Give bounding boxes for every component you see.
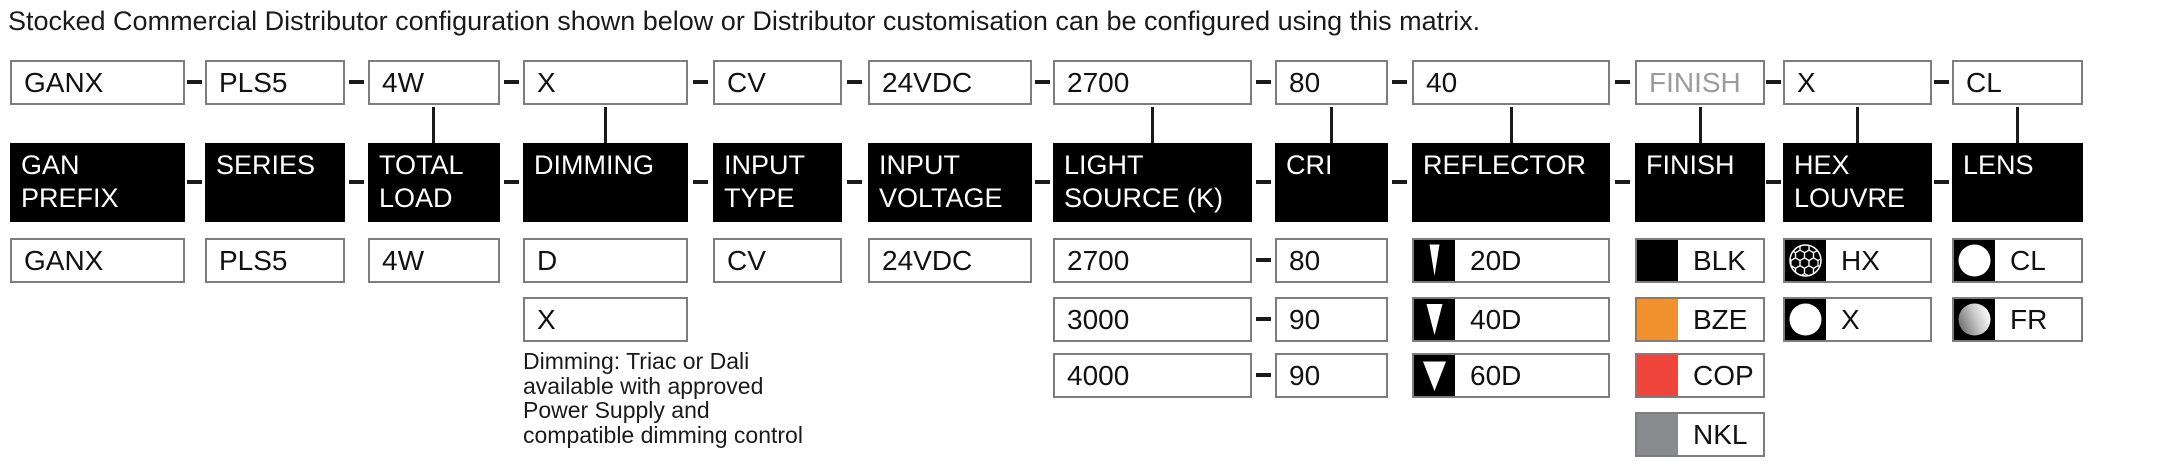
option-finish-blk: BLK — [1635, 238, 1765, 283]
dash-connector — [1256, 317, 1271, 321]
header-gan-prefix: GAN PREFIX — [10, 143, 185, 222]
option-cri-80: 80 — [1275, 238, 1388, 283]
header-cri: CRI — [1275, 143, 1388, 222]
option-light-source-2700: 2700 — [1053, 238, 1252, 283]
option-finish-bze: BZE — [1635, 297, 1765, 342]
dash-connector — [187, 80, 202, 84]
code-box-light-source: 2700 — [1053, 60, 1252, 105]
header-input-type: INPUT TYPE — [713, 143, 842, 222]
option-dimming-d: D — [523, 238, 688, 283]
header-finish: FINISH — [1635, 143, 1765, 222]
option-lens-cl: CL — [1952, 238, 2083, 283]
dash-connector — [349, 180, 364, 184]
header-series: SERIES — [205, 143, 345, 222]
dash-connector — [1934, 80, 1949, 84]
code-box-hex-louvre: X — [1783, 60, 1932, 105]
tick-light-source — [1151, 107, 1154, 143]
option-gan-prefix-ganx: GANX — [10, 238, 185, 283]
header-light-source: LIGHT SOURCE (K) — [1053, 143, 1252, 222]
option-cri-90a: 90 — [1275, 297, 1388, 342]
frosted-lens-icon — [1954, 299, 1995, 340]
dash-connector — [504, 180, 519, 184]
code-box-total-load: 4W — [368, 60, 500, 105]
option-dimming-x: X — [523, 297, 688, 342]
option-reflector-40d: 40D — [1412, 297, 1610, 342]
code-box-gan-prefix: GANX — [10, 60, 185, 105]
tick-finish — [1699, 107, 1702, 143]
code-box-input-voltage: 24VDC — [868, 60, 1032, 105]
code-box-reflector: 40 — [1412, 60, 1610, 105]
dash-connector — [847, 180, 862, 184]
code-box-dimming: X — [523, 60, 688, 105]
dimming-note: Dimming: Triac or Dali available with ap… — [523, 348, 803, 448]
option-series-pls5: PLS5 — [205, 238, 345, 283]
dash-connector — [1256, 373, 1271, 377]
option-hex-louvre-x: X — [1783, 297, 1932, 342]
beam-narrow-icon — [1414, 240, 1455, 281]
beam-wide-icon — [1414, 355, 1455, 396]
option-reflector-20d: 20D — [1412, 238, 1610, 283]
option-cri-90b: 90 — [1275, 353, 1388, 398]
code-box-input-type: CV — [713, 60, 842, 105]
option-reflector-60d: 60D — [1412, 353, 1610, 398]
page-title: Stocked Commercial Distributor configura… — [8, 6, 1481, 36]
hex-mesh-icon — [1785, 240, 1826, 281]
black-swatch — [1637, 240, 1678, 281]
dash-connector — [349, 80, 364, 84]
header-dimming: DIMMING — [523, 143, 688, 222]
option-input-type-cv: CV — [713, 238, 842, 283]
dash-connector — [1766, 80, 1781, 84]
dash-connector — [1256, 258, 1271, 262]
option-light-source-3000: 3000 — [1053, 297, 1252, 342]
clear-lens-icon — [1954, 240, 1995, 281]
header-input-voltage: INPUT VOLTAGE — [868, 143, 1032, 222]
dash-connector — [1934, 180, 1949, 184]
dash-connector — [847, 80, 862, 84]
tick-dimming — [604, 107, 607, 143]
dash-connector — [1392, 80, 1407, 84]
dash-connector — [187, 180, 202, 184]
bronze-swatch — [1637, 299, 1678, 340]
code-box-series: PLS5 — [205, 60, 345, 105]
code-box-cri: 80 — [1275, 60, 1388, 105]
dash-connector — [1615, 180, 1630, 184]
dash-connector — [1766, 180, 1781, 184]
tick-total-load — [432, 107, 435, 143]
dash-connector — [1256, 80, 1271, 84]
tick-reflector — [1510, 107, 1513, 143]
dash-connector — [693, 80, 708, 84]
tick-lens — [2016, 107, 2019, 143]
beam-medium-icon — [1414, 299, 1455, 340]
dash-connector — [504, 80, 519, 84]
option-lens-fr: FR — [1952, 297, 2083, 342]
dash-connector — [1392, 180, 1407, 184]
header-lens: LENS — [1952, 143, 2083, 222]
dash-connector — [693, 180, 708, 184]
nickel-swatch — [1637, 414, 1678, 455]
tick-hex-louvre — [1856, 107, 1859, 143]
code-box-finish-placeholder: FINISH — [1635, 60, 1765, 105]
option-light-source-4000: 4000 — [1053, 353, 1252, 398]
header-hex-louvre: HEX LOUVRE — [1783, 143, 1932, 222]
option-finish-nkl: NKL — [1635, 412, 1765, 457]
option-input-voltage-24vdc: 24VDC — [868, 238, 1032, 283]
header-total-load: TOTAL LOAD — [368, 143, 500, 222]
dash-connector — [1035, 180, 1050, 184]
dash-connector — [1256, 180, 1271, 184]
dash-connector — [1035, 80, 1050, 84]
header-reflector: REFLECTOR — [1412, 143, 1610, 222]
dash-connector — [1615, 80, 1630, 84]
option-total-load-4w: 4W — [368, 238, 500, 283]
copper-swatch — [1637, 355, 1678, 396]
option-hex-louvre-hx: HX — [1783, 238, 1932, 283]
tick-cri — [1330, 107, 1333, 143]
plain-circle-icon — [1785, 299, 1826, 340]
option-finish-cop: COP — [1635, 353, 1765, 398]
code-box-lens: CL — [1952, 60, 2083, 105]
